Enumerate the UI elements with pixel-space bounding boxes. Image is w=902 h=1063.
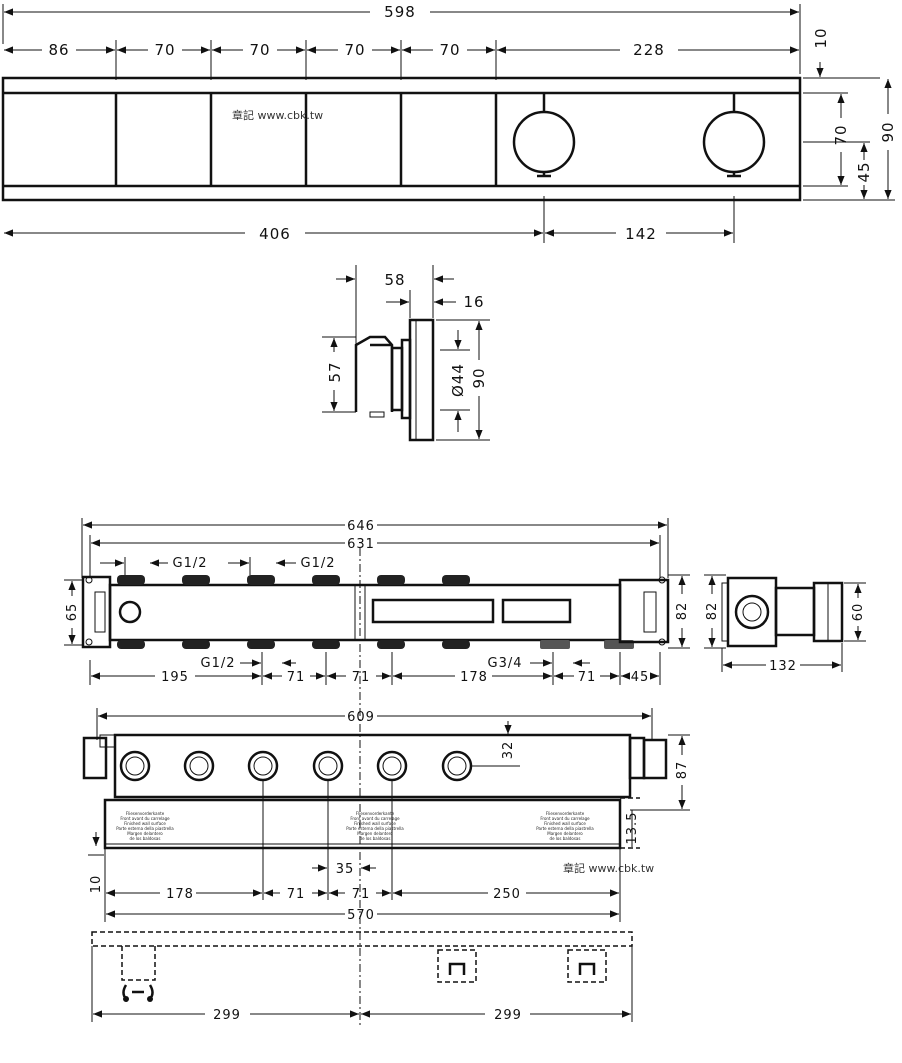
dim-front-bottom-2: 71 (287, 887, 306, 902)
front-view: 598 86 70 70 70 70 228 (1, 3, 897, 243)
segment-dimensions: 86 70 70 70 70 228 (4, 40, 799, 80)
dim-end-height: 82 (705, 602, 720, 621)
dim-port-offset: 32 (501, 741, 516, 760)
dim-bottom-6: 45 (631, 670, 650, 685)
svg-text:Front avant du carrelage: Front avant du carrelage (540, 816, 590, 821)
svg-text:de los baldosas: de los baldosas (130, 836, 161, 841)
dim-left-to-knob: 406 (259, 225, 291, 243)
tile-label-right: Fliesenvorderkante Front avant du carrel… (536, 811, 594, 841)
dim-front-height: 87 (675, 761, 690, 780)
svg-text:Front avant du carrelage: Front avant du carrelage (120, 816, 170, 821)
dim-knob-spacing: 142 (625, 225, 657, 243)
dim-segment-6: 228 (633, 41, 665, 59)
dim-top-offset: 10 (812, 27, 830, 48)
thermostat-knob-right (702, 93, 766, 178)
svg-text:Parte esterna della piastrella: Parte esterna della piastrella (116, 826, 174, 831)
dim-knob-center: 45 (855, 161, 873, 182)
dim-body-height: 57 (326, 361, 344, 382)
svg-text:Finished wall surface: Finished wall surface (124, 821, 166, 826)
watermark-2: 章記 www.cbk.tw (563, 861, 654, 875)
ports-top (117, 575, 470, 585)
dim-segment-4: 70 (344, 41, 365, 59)
side-view: 58 16 57 Ø44 90 (322, 265, 490, 442)
bracket-middle (437, 949, 477, 983)
dim-tile-depth: 13.5 (625, 812, 640, 845)
dim-front-bottom-1: 178 (166, 887, 194, 902)
box-front-view: 609 32 87 Fliesenvorderkante Front (82, 708, 690, 923)
side-profile (354, 318, 435, 442)
dim-front-overall: 609 (347, 710, 375, 725)
dim-front-total: 570 (347, 908, 375, 923)
dim-center-gap: 35 (336, 862, 355, 877)
dim-bottom-4: 178 (460, 670, 488, 685)
dim-knob-diameter: Ø44 (449, 363, 467, 397)
dim-end-flange: 60 (851, 603, 866, 622)
dim-bottom-offset: 10 (89, 875, 104, 894)
thermostat-knob-left (512, 93, 576, 178)
svg-text:de los baldosas: de los baldosas (550, 836, 581, 841)
dim-plate-height: 90 (470, 367, 488, 388)
dim-end-depth: 132 (769, 659, 797, 674)
dim-bottom-2: 71 (287, 670, 306, 685)
svg-text:Fliesenvorderkante: Fliesenvorderkante (126, 811, 165, 816)
dim-box-height-right: 82 (675, 602, 690, 621)
svg-text:Parte esterna della piastrella: Parte esterna della piastrella (346, 826, 404, 831)
dim-bottom-5: 71 (578, 670, 597, 685)
svg-text:Parte esterna della piastrella: Parte esterna della piastrella (536, 826, 594, 831)
dim-front-bottom-4: 250 (493, 887, 521, 902)
svg-text:Margen delantero: Margen delantero (547, 831, 583, 836)
watermark-1: 章記 www.cbk.tw (232, 108, 323, 122)
bracket-right (567, 949, 607, 983)
mounting-brackets (81, 575, 670, 649)
tile-guard (103, 798, 622, 850)
dim-box-inner: 631 (347, 537, 375, 552)
svg-text:Front avant du carrelage: Front avant du carrelage (350, 816, 400, 821)
bracket-left (121, 946, 156, 1002)
svg-text:Fliesenvorderkante: Fliesenvorderkante (546, 811, 585, 816)
dim-bottom-3: 71 (352, 670, 371, 685)
valve-ports (119, 750, 473, 782)
port-label-bottom-left: G1/2 (201, 656, 236, 671)
front-plate (1, 76, 802, 202)
dim-segment-3: 70 (249, 41, 270, 59)
box-end-view: 82 60 132 (704, 574, 866, 674)
dim-segment-2: 70 (154, 41, 175, 59)
dim-front-bottom-3: 71 (352, 887, 371, 902)
dim-segment-1: 86 (48, 41, 69, 59)
dim-height-total: 90 (879, 121, 897, 142)
tile-label-left: Fliesenvorderkante Front avant du carrel… (116, 811, 174, 841)
tile-label-center: Fliesenvorderkante Front avant du carrel… (346, 811, 404, 841)
dim-mount-right: 299 (494, 1008, 522, 1023)
ports-bottom (117, 640, 634, 649)
port-label-bottom-right: G3/4 (488, 656, 523, 671)
dim-plate-depth: 16 (463, 293, 484, 311)
mounting-view: 299 299 (91, 931, 633, 1023)
dim-segment-5: 70 (439, 41, 460, 59)
mounting-rail (91, 931, 633, 947)
box-top-view: 646 631 G1/2 G1/2 (64, 518, 690, 1025)
svg-text:Finished wall surface: Finished wall surface (354, 821, 396, 826)
dim-mount-left: 299 (213, 1008, 241, 1023)
dim-height-inner: 70 (832, 124, 850, 145)
dim-overall-width: 598 (384, 3, 416, 21)
box-front-body (113, 733, 632, 799)
dim-box-overall: 646 (347, 519, 375, 534)
dim-bottom-1: 195 (161, 670, 189, 685)
svg-text:Fliesenvorderkante: Fliesenvorderkante (356, 811, 395, 816)
dim-box-height-left: 65 (65, 603, 80, 622)
port-label-top-left: G1/2 (173, 556, 208, 571)
svg-text:Finished wall surface: Finished wall surface (544, 821, 586, 826)
svg-text:de los baldosas: de los baldosas (360, 836, 391, 841)
svg-text:Margen delantero: Margen delantero (357, 831, 393, 836)
port-label-top-right: G1/2 (301, 556, 336, 571)
svg-text:Margen delantero: Margen delantero (127, 831, 163, 836)
dim-depth-total: 58 (384, 271, 405, 289)
